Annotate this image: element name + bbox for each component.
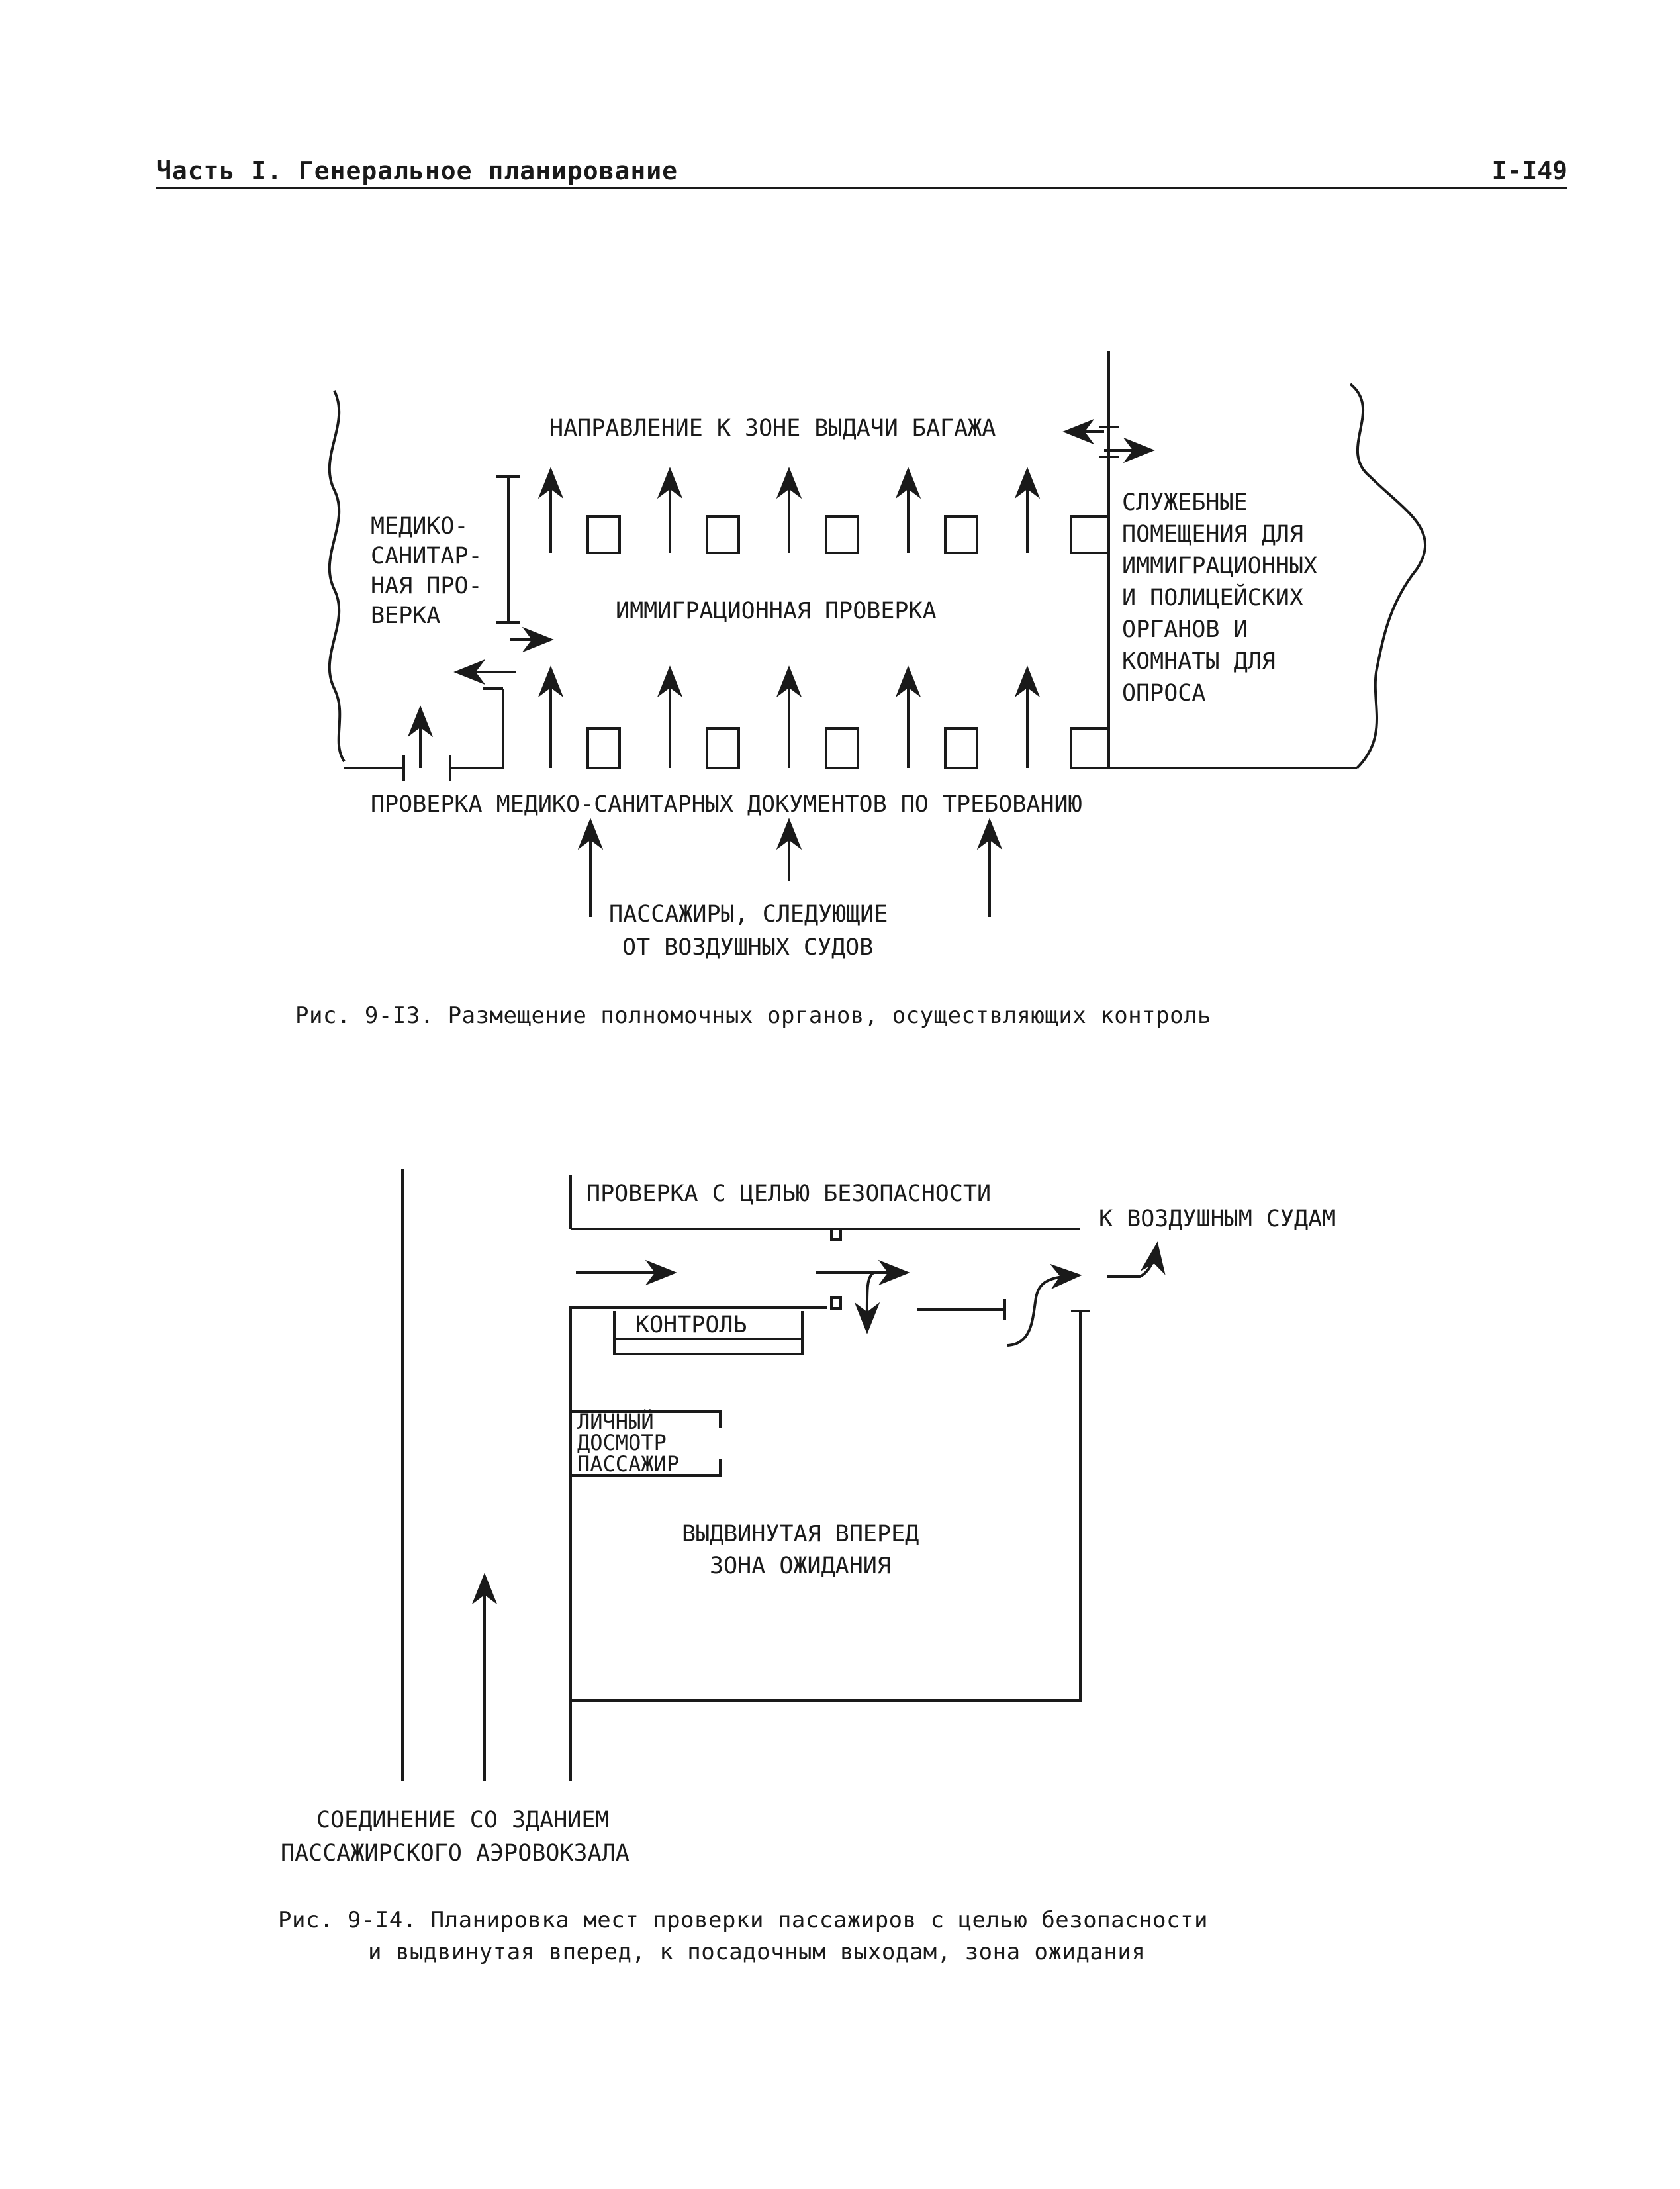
label-medical-3: НАЯ ПРО- — [371, 573, 483, 599]
lower-arrows — [537, 665, 1041, 768]
label-waiting-1: ВЫДВИНУТАЯ ВПЕРЕД — [682, 1521, 919, 1547]
passenger-arrows — [577, 818, 1003, 917]
label-passengers-1: ПАССАЖИРЫ, СЛЕДУЮЩИЕ — [609, 901, 888, 928]
label-service-1: СЛУЖЕБНЫЕ — [1122, 489, 1248, 516]
label-connection-1: СОЕДИНЕНИЕ СО ЗДАНИЕМ — [316, 1807, 610, 1833]
label-center: ИММИГРАЦИОННАЯ ПРОВЕРКА — [616, 598, 937, 624]
right-wavy-boundary — [1349, 383, 1426, 769]
page-number: I-I49 — [1491, 156, 1567, 185]
label-security: ПРОВЕРКА С ЦЕЛЬЮ БЕЗОПАСНОСТИ — [586, 1181, 991, 1207]
label-service-4: И ПОЛИЦЕЙСКИХ — [1122, 583, 1303, 611]
label-service-7: ОПРОСА — [1122, 680, 1205, 706]
label-to-aircraft: К ВОЗДУШНЫМ СУДАМ — [1099, 1206, 1336, 1232]
label-medical-4: ВЕРКА — [371, 603, 440, 629]
label-waiting-2: ЗОНА ОЖИДАНИЯ — [710, 1553, 891, 1579]
label-medical-2: САНИТАР- — [371, 543, 483, 569]
left-wavy-boundary — [328, 390, 346, 763]
label-service-2: ПОМЕЩЕНИЯ ДЛЯ — [1122, 521, 1303, 548]
figure-9-14-caption-line1: Рис. 9-I4. Планировка мест проверки пасс… — [278, 1907, 1208, 1933]
booths-upper — [586, 515, 1109, 554]
label-service-3: ИММИГРАЦИОННЫХ — [1122, 553, 1317, 579]
label-connection-2: ПАССАЖИРСКОГО АЭРОВОКЗАЛА — [281, 1840, 630, 1867]
label-bottom: ПРОВЕРКА МЕДИКО-САНИТАРНЫХ ДОКУМЕНТОВ ПО… — [371, 791, 1082, 818]
section-title: Часть I. Генеральное планирование — [156, 156, 678, 185]
label-passengers-2: ОТ ВОЗДУШНЫХ СУДОВ — [622, 934, 873, 961]
figure-9-13-diagram: НАПРАВЛЕНИЕ К ЗОНЕ ВЫДАЧИ БАГАЖА МЕДИКО-… — [328, 351, 1426, 961]
label-personal-3: ПАССАЖИР — [577, 1451, 679, 1477]
upper-arrows — [537, 467, 1041, 553]
figure-9-14-caption-line2: и выдвинутая вперед, к посадочным выхода… — [368, 1939, 1146, 1965]
label-service-5: ОРГАНОВ И — [1122, 616, 1248, 643]
page-header: Часть I. Генеральное планирование I-I49 — [156, 156, 1567, 189]
label-personal-1: ЛИЧНЫЙ — [577, 1409, 654, 1434]
label-service-6: КОМНАТЫ ДЛЯ — [1122, 648, 1276, 675]
label-top: НАПРАВЛЕНИЕ К ЗОНЕ ВЫДАЧИ БАГАЖА — [549, 415, 996, 442]
label-medical-1: МЕДИКО- — [371, 513, 469, 540]
label-control: КОНТРОЛЬ — [635, 1312, 747, 1338]
figure-9-13-caption: Рис. 9-I3. Размещение полномочных органо… — [295, 1002, 1212, 1029]
booths-lower — [586, 727, 1109, 769]
header-rule — [156, 187, 1567, 189]
label-personal-2: ДОСМОТР — [577, 1430, 667, 1455]
